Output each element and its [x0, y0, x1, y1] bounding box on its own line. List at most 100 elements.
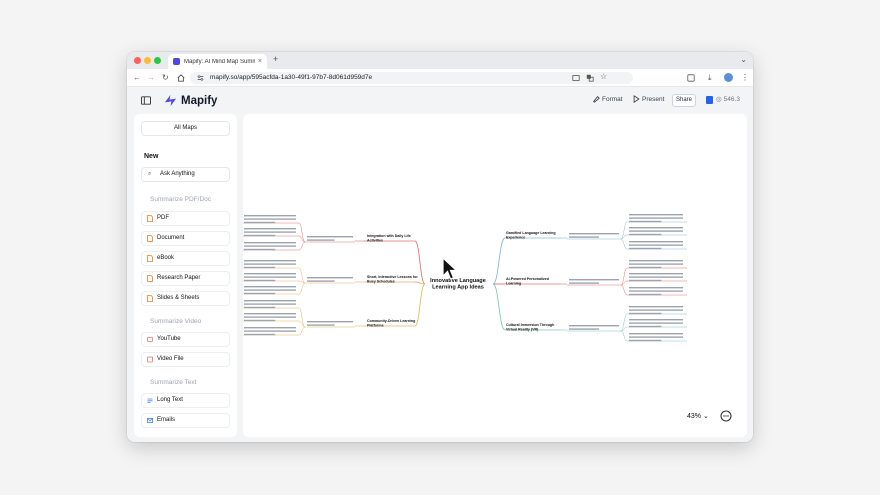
leaf-node-right[interactable]	[629, 227, 683, 236]
mapify-logo: Mapify	[164, 94, 217, 107]
leaf-node-right[interactable]	[629, 333, 683, 342]
sidebar-item-label: Document	[157, 235, 185, 241]
format-brush-icon	[593, 96, 600, 103]
sidebar-item-label: Video File	[157, 356, 184, 362]
leaf-node-left[interactable]	[244, 228, 296, 237]
branch-connector	[414, 240, 426, 285]
forward-icon[interactable]: →	[147, 73, 155, 82]
sub-node-right[interactable]	[569, 233, 619, 238]
summarize-pdf-doc-heading: Summarize PDF/Doc	[150, 196, 212, 203]
extensions-icon[interactable]	[687, 74, 695, 82]
document-file-icon	[147, 235, 153, 242]
leaf-node-left[interactable]	[244, 260, 296, 269]
leaf-node-left[interactable]	[244, 242, 296, 251]
sidebar-item-pdf[interactable]: PDF	[141, 211, 230, 226]
browser-tab[interactable]: Mapify: AI Mind Map Summar ×	[168, 54, 267, 69]
address-bar[interactable]: mapify.so/app/595acfda-1a30-49f1-97b7-8d…	[190, 72, 633, 84]
zoom-control[interactable]: 43% ⌄	[687, 412, 709, 420]
sidebar-item-youtube[interactable]: YouTube	[141, 332, 230, 347]
sidebar-item-document[interactable]: Document	[141, 231, 230, 246]
leaf-connector	[298, 282, 306, 295]
sidebar-item-label: YouTube	[157, 336, 181, 342]
home-icon[interactable]	[177, 74, 185, 82]
credits-coin-icon: ◎	[716, 96, 722, 103]
mapify-app: Mapify Format Present Share ◎ 546.3 All …	[127, 87, 753, 442]
leaf-connector	[298, 222, 306, 243]
present-button[interactable]: Present	[633, 95, 664, 103]
leaf-node-left[interactable]	[244, 300, 296, 309]
leaf-connector	[298, 280, 306, 284]
sub-node-left[interactable]	[307, 321, 353, 326]
new-section-heading: New	[144, 153, 159, 160]
leaf-node-left[interactable]	[244, 327, 296, 336]
reload-icon[interactable]: ↻	[162, 73, 169, 82]
back-icon[interactable]: ←	[133, 73, 141, 82]
leaf-connector	[298, 320, 306, 328]
maximize-window-button[interactable]	[154, 57, 161, 64]
site-settings-icon[interactable]	[197, 75, 204, 81]
leaf-node-right[interactable]	[629, 273, 683, 282]
leaf-node-right[interactable]	[629, 319, 683, 328]
ask-anything-button[interactable]: ⌕ Ask Anything	[141, 167, 230, 182]
navigation-bar: ← → ↻ mapify.so/app/595acfda-1a30-49f1-9…	[127, 69, 753, 87]
download-icon[interactable]: ⤓	[708, 73, 712, 82]
profile-avatar[interactable]	[724, 73, 733, 82]
leaf-connector	[620, 280, 628, 286]
leaf-node-right[interactable]	[629, 260, 683, 269]
browser-menu-icon[interactable]: ⋮	[741, 73, 749, 82]
cast-icon[interactable]	[572, 74, 580, 82]
tab-title: Mapify: AI Mind Map Summar	[184, 58, 255, 65]
mouse-cursor-icon	[442, 257, 458, 280]
mapify-logo-icon	[164, 94, 177, 107]
leaf-node-right[interactable]	[629, 214, 683, 223]
all-maps-button[interactable]: All Maps	[141, 121, 230, 136]
sidebar-item-emails[interactable]: Emails	[141, 413, 230, 428]
format-button[interactable]: Format	[592, 95, 623, 103]
sidebar-item-research-paper[interactable]: Research Paper	[141, 271, 230, 286]
pdf-file-icon	[147, 215, 153, 222]
leaf-node-left[interactable]	[244, 313, 296, 322]
sidebar-item-long-text[interactable]: Long Text	[141, 393, 230, 408]
sidebar: All Maps New ⌕ Ask Anything Summarize PD…	[134, 114, 237, 437]
new-tab-button[interactable]: +	[273, 54, 279, 64]
leaf-node-left[interactable]	[244, 286, 296, 295]
sub-node-right[interactable]	[569, 279, 619, 284]
sidebar-item-label: Slides & Sheets	[157, 295, 200, 301]
tab-close-icon[interactable]: ×	[257, 58, 262, 65]
mapify-favicon-icon	[173, 58, 180, 65]
minimize-window-button[interactable]	[144, 57, 151, 64]
leaf-node-right[interactable]	[629, 241, 683, 250]
close-window-button[interactable]	[134, 57, 141, 64]
leaf-node-left[interactable]	[244, 273, 296, 282]
translate-icon[interactable]	[586, 74, 594, 82]
sidebar-toggle-icon[interactable]	[141, 96, 151, 105]
share-button[interactable]: Share	[672, 94, 696, 107]
sub-node-left[interactable]	[307, 277, 353, 282]
tab-search-icon[interactable]: ⌄	[740, 55, 747, 64]
sub-node-left[interactable]	[307, 236, 353, 241]
chat-icon[interactable]	[720, 410, 732, 422]
sidebar-item-slides-sheets[interactable]: Slides & Sheets	[141, 291, 230, 306]
leaf-node-left[interactable]	[244, 215, 296, 224]
credits-value: 546.3	[723, 95, 740, 103]
credits-display[interactable]: ◎ 546.3	[716, 95, 740, 104]
app-header: Mapify Format Present Share ◎ 546.3	[127, 87, 753, 114]
sub-node-right[interactable]	[569, 325, 619, 330]
leaf-connector	[620, 330, 628, 342]
leaf-connector	[620, 234, 628, 240]
sidebar-item-ebook[interactable]: eBook	[141, 251, 230, 266]
leaf-node-right[interactable]	[629, 306, 683, 315]
sidebar-item-video-file[interactable]: Video File	[141, 352, 230, 367]
bookmark-star-icon[interactable]: ☆	[600, 72, 608, 81]
summarize-video-heading: Summarize Video	[150, 318, 202, 325]
leaf-node-right[interactable]	[629, 287, 683, 296]
